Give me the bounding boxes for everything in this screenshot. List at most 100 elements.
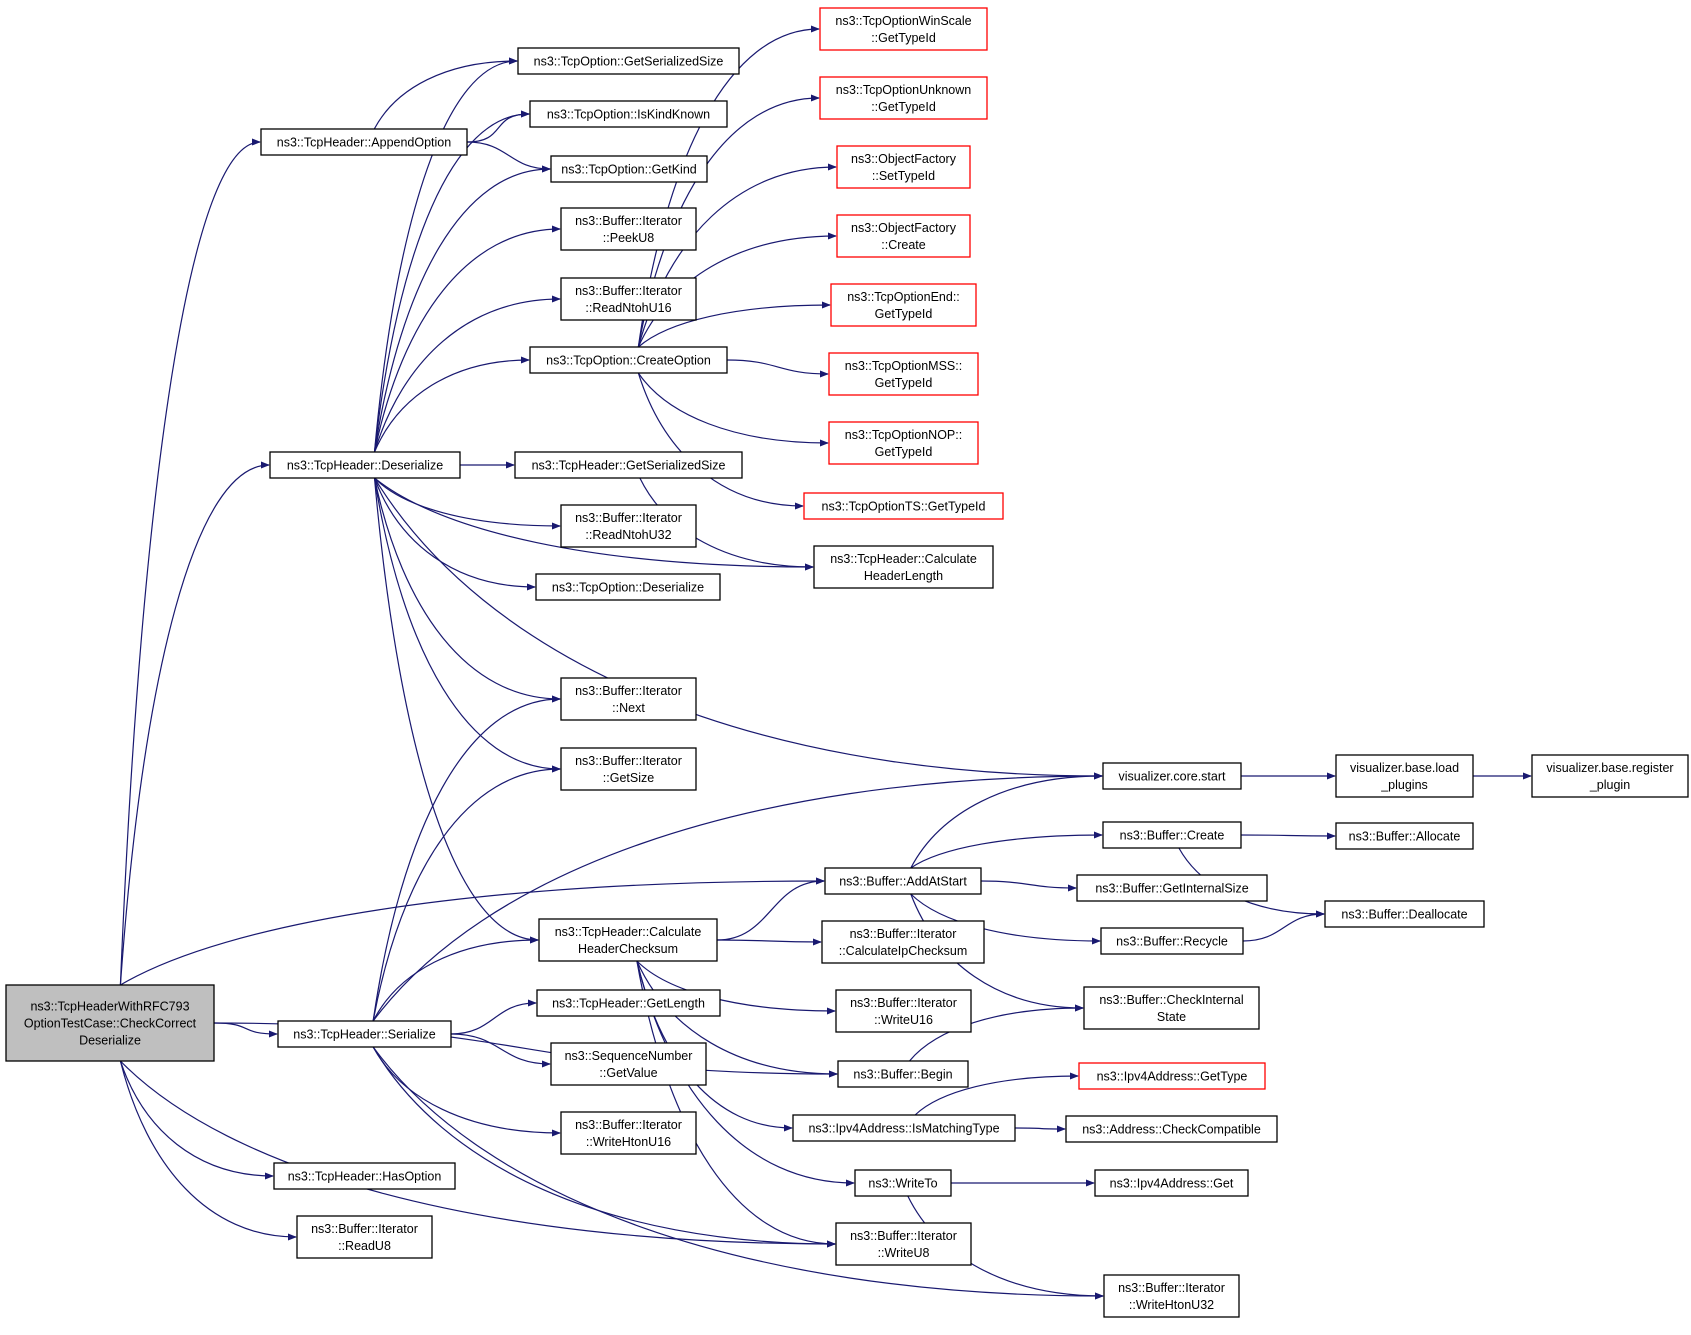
node-optGetKind[interactable]: ns3::TcpOption::GetKind [550,155,708,183]
node-getInternalSize[interactable]: ns3::Buffer::GetInternalSize [1076,874,1268,902]
node-box[interactable] [1078,1062,1266,1090]
node-box[interactable] [1083,986,1260,1030]
node-appendOption[interactable]: ns3::TcpHeader::AppendOption [260,128,468,156]
node-calcIpChecksum[interactable]: ns3::Buffer::Iterator::CalculateIpChecks… [821,920,985,964]
node-checkCompatible[interactable]: ns3::Address::CheckCompatible [1065,1115,1278,1143]
node-writeU16[interactable]: ns3::Buffer::Iterator::WriteU16 [835,989,972,1033]
node-writeU8[interactable]: ns3::Buffer::Iterator::WriteU8 [835,1222,972,1266]
node-box[interactable] [835,989,972,1033]
node-box[interactable] [1103,1274,1240,1318]
node-vizCoreStart[interactable]: visualizer.core.start [1102,762,1242,790]
node-bufCreate[interactable]: ns3::Buffer::Create [1102,821,1242,849]
node-ofCreate[interactable]: ns3::ObjectFactory::Create [836,214,971,258]
node-box[interactable] [824,867,982,895]
node-registerPlugin[interactable]: visualizer.base.register_plugin [1531,754,1689,798]
node-box[interactable] [296,1215,433,1259]
node-box[interactable] [1065,1115,1278,1143]
node-box[interactable] [260,128,468,156]
node-recycle[interactable]: ns3::Buffer::Recycle [1100,927,1244,955]
node-box[interactable] [550,155,708,183]
node-seqGetValue[interactable]: ns3::SequenceNumber::GetValue [550,1042,707,1086]
node-box[interactable] [273,1162,456,1190]
node-deallocate[interactable]: ns3::Buffer::Deallocate [1324,900,1485,928]
node-box[interactable] [514,451,743,479]
node-deserialize[interactable]: ns3::TcpHeader::Deserialize [269,451,461,479]
node-getSize[interactable]: ns3::Buffer::Iterator::GetSize [560,747,697,791]
node-box[interactable] [828,421,979,465]
node-hasOption[interactable]: ns3::TcpHeader::HasOption [273,1162,456,1190]
node-box[interactable] [830,283,977,327]
node-box[interactable] [836,214,971,258]
node-box[interactable] [828,352,979,396]
node-box[interactable] [538,918,718,962]
node-optIsKindKnown[interactable]: ns3::TcpOption::IsKindKnown [529,100,728,128]
node-loadPlugins[interactable]: visualizer.base.load_plugins [1335,754,1474,798]
node-box[interactable] [560,1111,697,1155]
node-box[interactable] [560,677,697,721]
node-root[interactable]: ns3::TcpHeaderWithRFC793OptionTestCase::… [5,984,215,1062]
node-box[interactable] [1102,762,1242,790]
node-writeHtonU32[interactable]: ns3::Buffer::Iterator::WriteHtonU32 [1103,1274,1240,1318]
node-isMatchingType[interactable]: ns3::Ipv4Address::IsMatchingType [792,1114,1016,1142]
node-box[interactable] [560,277,697,321]
node-optDeserialize[interactable]: ns3::TcpOption::Deserialize [535,573,721,601]
node-optNop[interactable]: ns3::TcpOptionNOP::GetTypeId [828,421,979,465]
node-box[interactable] [854,1169,952,1197]
node-box[interactable] [529,346,728,374]
node-readNtohU32[interactable]: ns3::Buffer::Iterator::ReadNtohU32 [560,504,697,548]
node-box[interactable] [803,492,1004,520]
node-readU8[interactable]: ns3::Buffer::Iterator::ReadU8 [296,1215,433,1259]
node-ipv4Get[interactable]: ns3::Ipv4Address::Get [1094,1169,1249,1197]
node-ofSetTypeId[interactable]: ns3::ObjectFactory::SetTypeId [836,145,971,189]
node-getLength[interactable]: ns3::TcpHeader::GetLength [536,989,721,1017]
node-box[interactable] [835,1222,972,1266]
node-box[interactable] [813,545,994,589]
node-optEnd[interactable]: ns3::TcpOptionEnd::GetTypeId [830,283,977,327]
node-readNtohU16[interactable]: ns3::Buffer::Iterator::ReadNtohU16 [560,277,697,321]
node-box[interactable] [819,7,988,51]
node-box[interactable] [837,1060,969,1088]
node-optTs[interactable]: ns3::TcpOptionTS::GetTypeId [803,492,1004,520]
node-box[interactable] [536,989,721,1017]
node-box[interactable] [535,573,721,601]
node-serialize[interactable]: ns3::TcpHeader::Serialize [277,1020,452,1048]
node-writeHtonU16[interactable]: ns3::Buffer::Iterator::WriteHtonU16 [560,1111,697,1155]
node-winScale[interactable]: ns3::TcpOptionWinScale::GetTypeId [819,7,988,51]
node-createOption[interactable]: ns3::TcpOption::CreateOption [529,346,728,374]
node-box[interactable] [517,47,740,75]
node-box[interactable] [277,1020,452,1048]
node-box[interactable] [1076,874,1268,902]
node-box[interactable] [560,504,697,548]
node-box[interactable] [1335,754,1474,798]
node-box[interactable] [269,451,461,479]
node-box[interactable] [5,984,215,1062]
node-box[interactable] [1094,1169,1249,1197]
node-begin[interactable]: ns3::Buffer::Begin [837,1060,969,1088]
node-box[interactable] [560,747,697,791]
node-writeTo[interactable]: ns3::WriteTo [854,1169,952,1197]
node-box[interactable] [550,1042,707,1086]
node-box[interactable] [1335,822,1474,850]
node-optGetSerSize[interactable]: ns3::TcpOption::GetSerializedSize [517,47,740,75]
node-box[interactable] [836,145,971,189]
node-optMss[interactable]: ns3::TcpOptionMSS::GetTypeId [828,352,979,396]
node-ipv4GetType[interactable]: ns3::Ipv4Address::GetType [1078,1062,1266,1090]
node-box[interactable] [529,100,728,128]
node-box[interactable] [560,207,697,251]
node-hdrGetSerSize[interactable]: ns3::TcpHeader::GetSerializedSize [514,451,743,479]
node-allocate[interactable]: ns3::Buffer::Allocate [1335,822,1474,850]
node-box[interactable] [819,76,988,120]
node-box[interactable] [792,1114,1016,1142]
node-box[interactable] [1324,900,1485,928]
node-box[interactable] [1102,821,1242,849]
node-box[interactable] [821,920,985,964]
node-box[interactable] [1100,927,1244,955]
node-addAtStart[interactable]: ns3::Buffer::AddAtStart [824,867,982,895]
node-peekU8[interactable]: ns3::Buffer::Iterator::PeekU8 [560,207,697,251]
node-box[interactable] [1531,754,1689,798]
node-next[interactable]: ns3::Buffer::Iterator::Next [560,677,697,721]
node-unknown[interactable]: ns3::TcpOptionUnknown::GetTypeId [819,76,988,120]
